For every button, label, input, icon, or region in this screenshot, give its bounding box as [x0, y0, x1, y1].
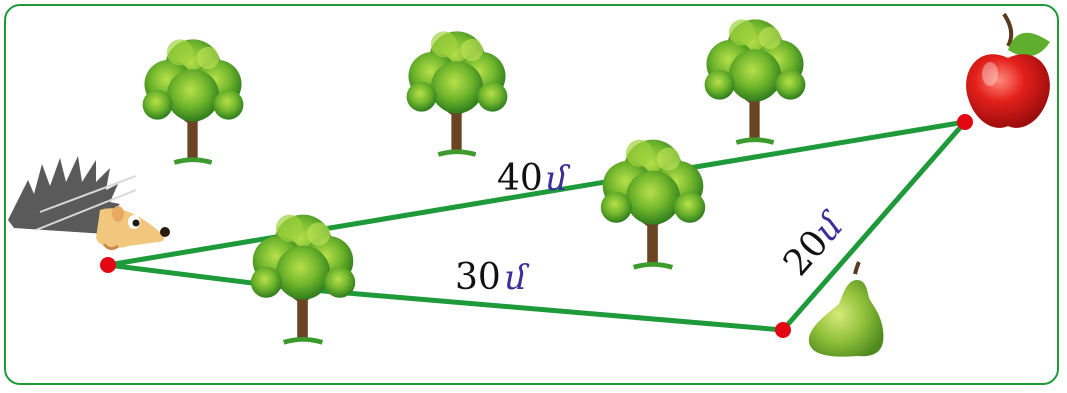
label-right-path: 20 մ [776, 203, 854, 283]
start-point [100, 257, 116, 273]
tree-icon [705, 19, 806, 142]
tree-icon [143, 39, 244, 162]
apple-point [957, 114, 973, 130]
top-path-number: 40 [497, 158, 543, 199]
bottom-path-unit: մ [505, 258, 530, 298]
tree-icon [407, 31, 508, 154]
tree-icon [251, 215, 355, 343]
pear-point [775, 322, 791, 338]
hedgehog-icon [8, 156, 170, 249]
label-bottom-path: 30 մ [455, 257, 530, 298]
bottom-path-number: 30 [455, 257, 501, 298]
top-path-unit: մ [546, 159, 571, 199]
apple-icon [966, 14, 1050, 128]
tree-icon [601, 140, 705, 268]
label-top-path: 40 մ [497, 158, 571, 199]
pear-icon [809, 262, 884, 357]
